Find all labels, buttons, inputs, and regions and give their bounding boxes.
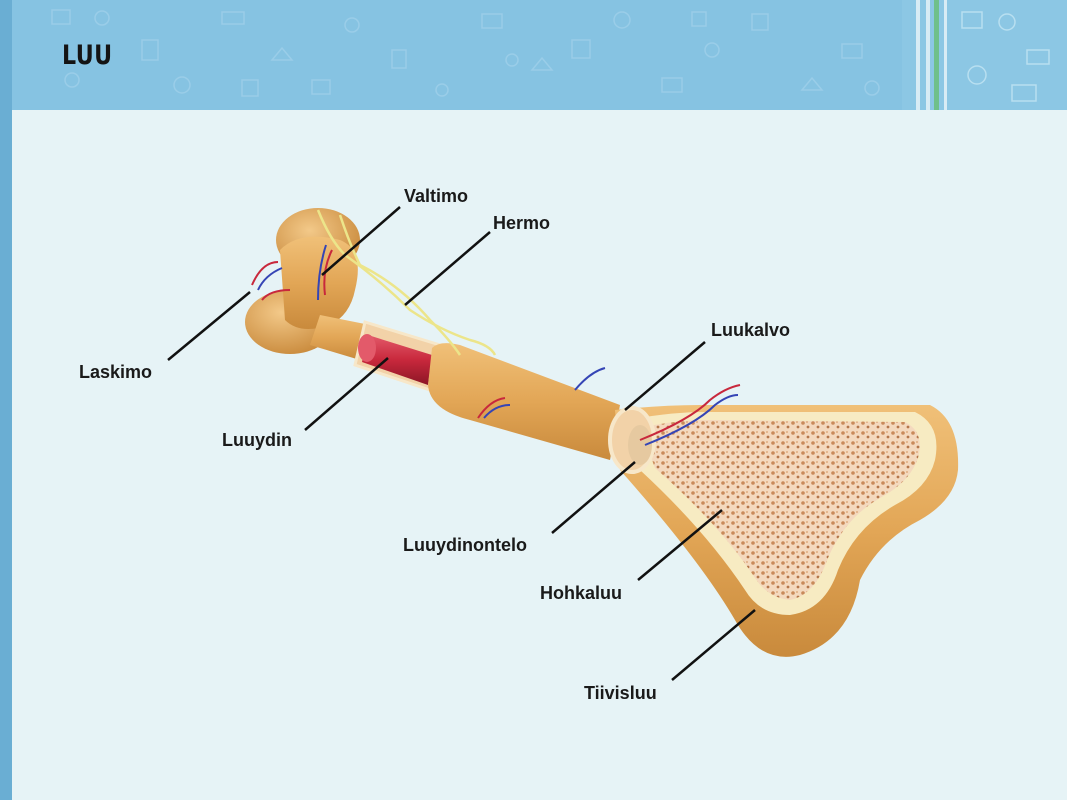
blood-vessels [251,244,741,446]
bone-shaft-upper [310,315,370,360]
bone-marrow-section [353,320,442,392]
leader-lines [167,206,756,681]
slide-header: LUU [12,0,1067,110]
label-laskimo: Laskimo [79,362,153,382]
header-stripes [902,0,1067,110]
label-luukalvo: Luukalvo [711,320,791,340]
bone-distal-end [608,405,959,657]
label-hohkaluu: Hohkaluu [540,583,623,603]
page-title: LUU [62,40,113,71]
left-accent-strip [0,0,12,800]
label-valtimo: Valtimo [404,186,469,206]
label-hermo: Hermo [493,213,551,233]
header-pattern [51,9,880,97]
bone-shaft-middle [428,343,620,460]
label-luuydinontelo: Luuydinontelo [403,535,527,555]
nerves [316,209,497,356]
label-luuydin: Luuydin [222,430,292,450]
label-tiivisluu: Tiivisluu [584,683,657,703]
